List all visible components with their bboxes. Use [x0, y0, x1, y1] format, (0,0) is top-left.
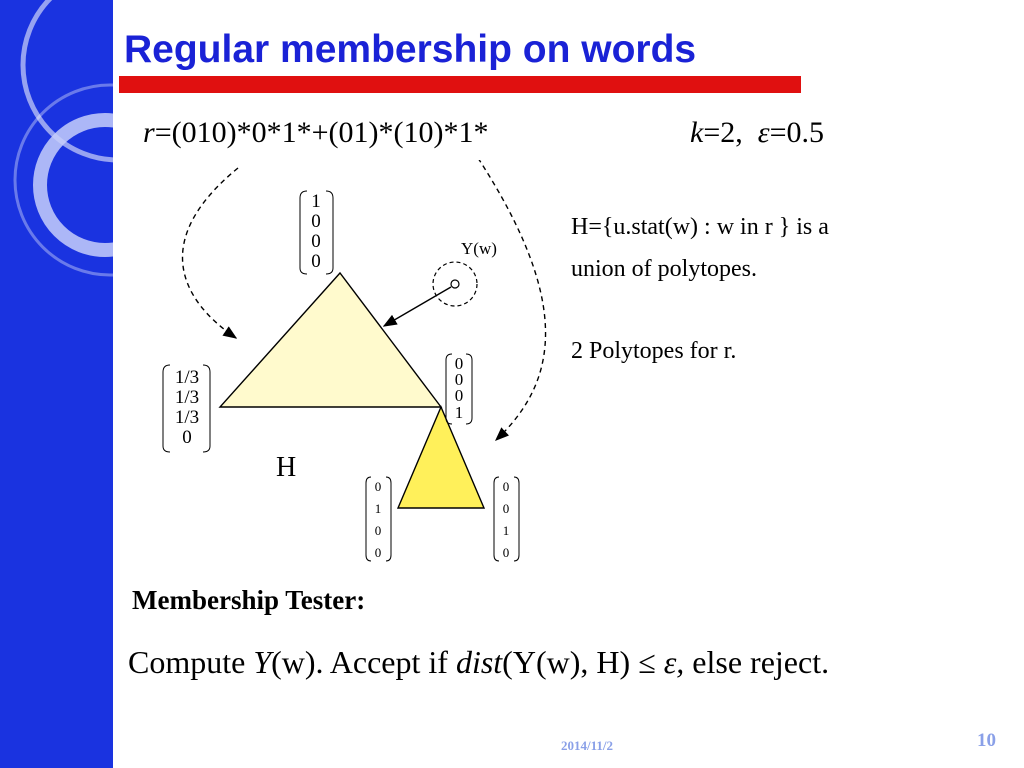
projection-arrow — [382, 286, 452, 327]
compute-word: Compute — [128, 644, 246, 680]
small-triangle-polytope — [396, 405, 486, 509]
sidebar-ornament-icon — [13, 0, 113, 277]
polytope-diagram: Y(w) H 1 0 0 0 1/3 1/3 1/3 0 0 0 0 1 0 1… — [162, 160, 547, 562]
description-line-1: H={u.stat(w) : w in r } is a — [571, 214, 829, 240]
point-label: Y(w) — [461, 239, 497, 258]
param-k-value: =2, — [703, 116, 743, 149]
regex-variable: r — [143, 116, 155, 149]
vector-entry: 0 — [503, 545, 510, 560]
accept-word: Accept if — [329, 644, 448, 680]
footer-date: 2014/11/2 — [561, 738, 614, 753]
vector-entry: 1 — [503, 523, 510, 538]
vector-entry: 0 — [182, 427, 192, 448]
page-number: 10 — [977, 730, 996, 751]
vector-entry: 0 — [311, 211, 321, 232]
title-underline-bar — [119, 76, 801, 93]
description-line-2: union of polytopes. — [571, 256, 757, 282]
vector-entry: 1 — [311, 191, 321, 212]
vector-right: 0 0 0 1 — [445, 353, 473, 425]
vector-entry: 1/3 — [175, 407, 199, 428]
eps-symbol: ε, — [663, 644, 685, 680]
param-eps-symbol: ε — [757, 116, 770, 149]
tester-heading: Membership Tester: — [132, 585, 366, 615]
tester-rule: Compute Y(w). Accept if dist(Y(w), H) ≤ … — [128, 644, 829, 681]
vector-entry: 0 — [375, 523, 382, 538]
vector-top: 1 0 0 0 — [299, 190, 334, 275]
description-line-3: 2 Polytopes for r. — [571, 338, 737, 364]
vector-left: 1/3 1/3 1/3 0 — [162, 364, 211, 453]
regex-expression: =(010)*0*1*+(01)*(10)*1* — [154, 116, 489, 149]
vector-entry: 0 — [311, 231, 321, 252]
point-y-w — [450, 279, 460, 289]
param-k-symbol: k — [690, 116, 704, 149]
vector-entry: 0 — [503, 479, 510, 494]
w-argument: (w). — [271, 644, 324, 680]
vector-entry: 0 — [455, 354, 464, 373]
point-neighborhood-circle — [432, 261, 478, 307]
vector-entry: 1 — [375, 501, 382, 516]
vector-entry: 0 — [375, 545, 382, 560]
dist-symbol: dist — [455, 644, 503, 680]
vector-entry: 0 — [375, 479, 382, 494]
vector-entry: 1/3 — [175, 387, 199, 408]
vector-bottom-left: 0 1 0 0 — [365, 476, 392, 562]
y-symbol: Y — [253, 644, 272, 680]
vector-entry: 0 — [311, 251, 321, 272]
vector-entry: 0 — [455, 370, 464, 389]
param-eps-value: =0.5 — [769, 116, 824, 149]
polytope-label: H — [276, 452, 296, 483]
decorative-sidebar — [0, 0, 113, 768]
vector-entry: 0 — [455, 386, 464, 405]
parameters: k=2, ε=0.5 — [690, 116, 824, 150]
dashed-arrow-right — [478, 160, 547, 441]
vector-entry: 0 — [503, 501, 510, 516]
dist-arguments: (Y(w), H) ≤ — [502, 644, 656, 680]
vector-bottom-right: 0 0 1 0 — [493, 476, 520, 562]
dashed-arrow-left — [181, 167, 239, 339]
vector-entry: 1/3 — [175, 367, 199, 388]
vector-entry: 1 — [455, 403, 464, 422]
large-triangle-polytope — [218, 271, 443, 408]
slide-title: Regular membership on words — [124, 28, 697, 71]
reject-word: else reject. — [692, 644, 830, 680]
regex-formula: r=(010)*0*1*+(01)*(10)*1* — [143, 116, 488, 150]
